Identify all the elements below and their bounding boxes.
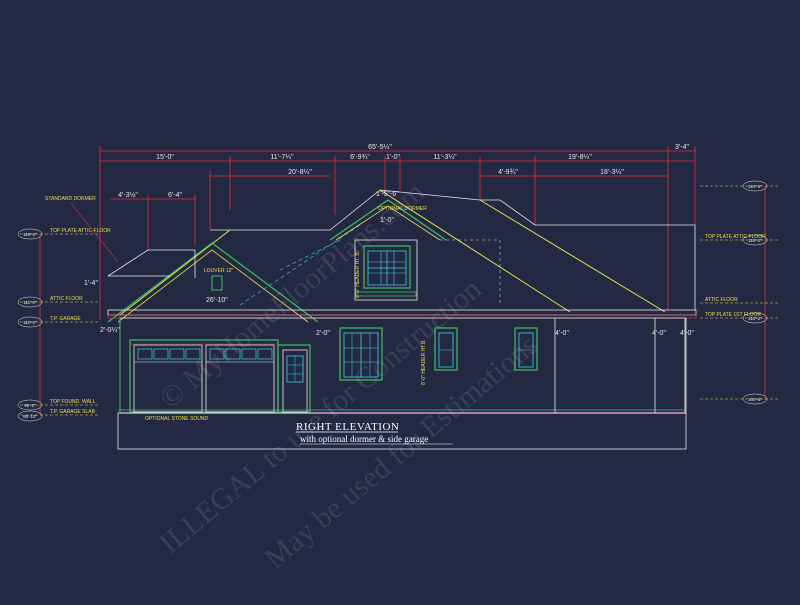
dim-1: 15'-0" bbox=[156, 154, 174, 161]
dormer-dim: 1'-5"-6" bbox=[376, 191, 399, 198]
top-dimension-text: 65'-5¼" 15'-0" 11'-7¼" 6'-9¾" 1'-0" 11'-… bbox=[118, 144, 689, 199]
elev-right-2: 118'-2" bbox=[748, 238, 762, 243]
side-top-dim: 1'-4" bbox=[84, 280, 98, 287]
eave-dimensions: 2'-0¼" 2'-0" 4'-0" 4'-0" 4'-0" 1'-4" bbox=[84, 280, 694, 337]
garage-doors bbox=[129, 339, 279, 413]
elev-right-1: 124'-6" bbox=[748, 184, 762, 189]
elev-left-5: 98'-10" bbox=[23, 414, 37, 419]
louver: LOUVER 12" 26'-10" bbox=[204, 268, 234, 304]
subtitle-text: with optional dormer & side garage bbox=[300, 434, 428, 444]
label-right-top-plate-attic: TOP PLATE ATTIC FLOOR bbox=[705, 234, 766, 240]
label-right-top-plate-1st: TOP PLATE 1ST FLOOR bbox=[705, 312, 761, 318]
header-labels: 8'-0" HEADER HT. B 8'-0" HEADER HT.B bbox=[355, 252, 427, 385]
label-top-garage-slab: T.P. GARAGE SLAB bbox=[50, 409, 96, 415]
optional-stone-label: OPTIONAL STONE SOUND bbox=[145, 416, 208, 422]
dim-11: 4'-3½" bbox=[118, 191, 138, 199]
dim-10: 18'-3¼" bbox=[600, 169, 624, 176]
optional-dormer-label: OPTIONAL DORMER bbox=[378, 206, 427, 212]
eave-dim-left: 2'-0¼" bbox=[100, 327, 120, 334]
dim-12: 6'-4" bbox=[168, 192, 182, 199]
eave-band bbox=[107, 309, 697, 319]
right-elevation-markers: 124'-6" 118'-2" 110'-2" 100'-8" TOP PLAT… bbox=[700, 180, 780, 405]
left-elevation-markers: 118'-2" 111'-0" 110'-2" 99'-2" 98'-10" T… bbox=[17, 196, 119, 422]
eave-dim-5: 4'-0" bbox=[680, 330, 694, 337]
window-main bbox=[339, 327, 383, 381]
dormer-gap: 1'-0" bbox=[380, 217, 394, 224]
optional-dormer-labels: OPTIONAL DORMER 1'-5"-6" 1'-0" bbox=[376, 191, 427, 224]
roof-lines bbox=[107, 189, 696, 323]
label-right-attic-floor: ATTIC FLOOR bbox=[705, 297, 738, 303]
drawing-title: RIGHT ELEVATION with optional dormer & s… bbox=[296, 421, 453, 445]
dim-9: 4'-9¾" bbox=[498, 169, 518, 176]
garage-pitch-dim: 26'-10" bbox=[206, 297, 228, 304]
side-door bbox=[277, 344, 311, 413]
label-top-garage: T.P. GARAGE bbox=[50, 316, 81, 322]
dim-5: 11'-3¼" bbox=[433, 154, 457, 161]
title-text: RIGHT ELEVATION bbox=[296, 421, 399, 433]
header-label-1: 8'-0" HEADER HT. B bbox=[355, 252, 361, 298]
header-label-2: 8'-0" HEADER HT.B bbox=[421, 340, 427, 385]
louver-label: LOUVER 12" bbox=[204, 268, 234, 274]
elev-right-3: 110'-2" bbox=[748, 316, 762, 321]
elev-left-1: 118'-2" bbox=[23, 232, 37, 237]
eave-dim-3: 4'-0" bbox=[555, 330, 569, 337]
top-dimension-lines bbox=[99, 146, 696, 320]
dim-2: 11'-7¼" bbox=[270, 154, 294, 161]
dim-8: 20'-8¼" bbox=[288, 169, 312, 176]
dim-7: 3'-4" bbox=[675, 144, 689, 151]
dim-overall: 65'-5¼" bbox=[368, 144, 392, 151]
elev-left-2: 111'-0" bbox=[23, 300, 37, 305]
label-top-plate-attic: TOP PLATE ATTIC FLOOR bbox=[50, 228, 111, 234]
dim-4: 1'-0" bbox=[386, 154, 400, 161]
watermark: © MyHomeFloorPlans.com ILLEGAL to use fo… bbox=[153, 175, 543, 575]
label-attic-floor: ATTIC FLOOR bbox=[50, 296, 83, 302]
eave-dim-4: 4'-0" bbox=[652, 330, 666, 337]
window-small-2 bbox=[514, 327, 538, 371]
elev-left-3: 110'-2" bbox=[23, 320, 37, 325]
house-walls bbox=[117, 317, 687, 450]
label-top-found-wall: TOP FOUND. WALL bbox=[50, 399, 96, 405]
eave-dim-1: 2'-0" bbox=[316, 330, 330, 337]
elev-right-4: 100'-8" bbox=[748, 397, 762, 402]
dim-6: 19'-8¼" bbox=[568, 154, 592, 161]
dim-3: 6'-9¾" bbox=[350, 154, 370, 161]
optional-dormer bbox=[354, 239, 418, 301]
window-small-1 bbox=[434, 327, 458, 371]
elev-left-4: 99'-2" bbox=[24, 403, 36, 408]
label-standard-dormer: STANDARD DORMER bbox=[45, 196, 96, 202]
